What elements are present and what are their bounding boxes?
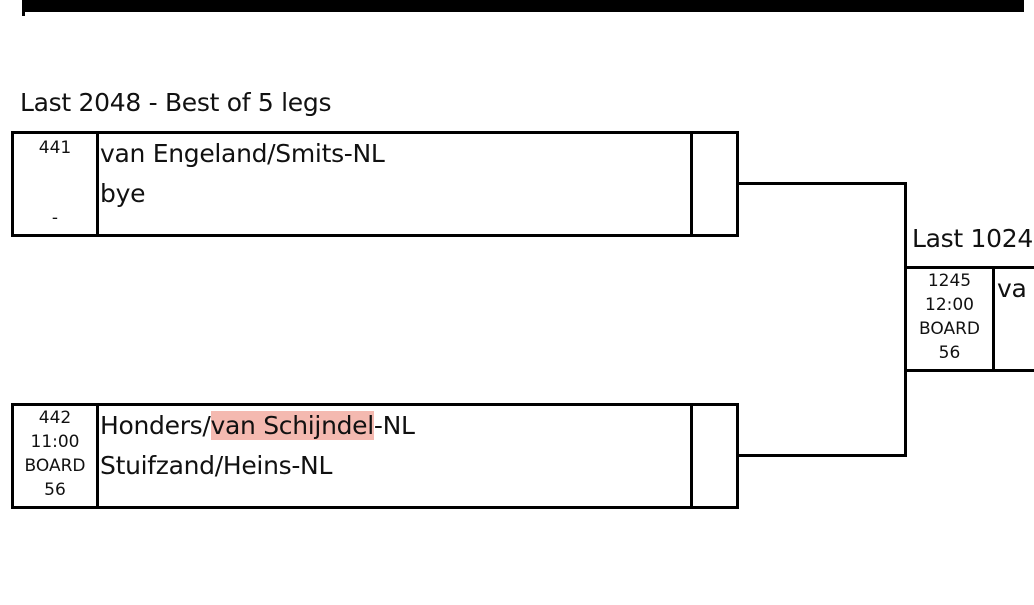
player-2: Stuifzand/Heins-NL xyxy=(100,451,333,480)
match-info: 1245 12:00 BOARD 56 xyxy=(907,269,995,369)
bracket-line-bottom xyxy=(739,454,907,457)
board-label: BOARD xyxy=(24,456,86,476)
player-2: bye xyxy=(100,179,146,208)
match-442: 442 11:00 BOARD 56 Honders/van Schijndel… xyxy=(11,403,739,509)
match-info: 441 - xyxy=(14,134,99,234)
player-1: va xyxy=(997,274,1027,303)
player-1: Honders/van Schijndel-NL xyxy=(100,406,415,446)
match-number: 1245 xyxy=(927,271,972,291)
match-info: 442 11:00 BOARD 56 xyxy=(14,406,99,506)
player-names: Honders/van Schijndel-NL Stuifzand/Heins… xyxy=(100,406,415,486)
player-names: va xyxy=(997,269,1027,309)
board-number: - xyxy=(51,208,59,228)
score-cell xyxy=(690,134,738,234)
match-1245: 1245 12:00 BOARD 56 va xyxy=(904,266,1034,372)
bracket-line-top xyxy=(739,182,907,185)
header-bar-edge xyxy=(22,0,25,16)
match-time: 12:00 xyxy=(925,295,974,315)
score-cell xyxy=(690,406,738,506)
board-number: 56 xyxy=(938,343,961,363)
match-number: 441 xyxy=(38,138,72,158)
player-names: van Engeland/Smits-NL bye xyxy=(100,134,385,214)
header-bar xyxy=(22,0,1024,12)
round-title-last-1024: Last 1024 xyxy=(912,224,1033,253)
board-label: BOARD xyxy=(919,319,980,339)
player-1-prefix: Honders/ xyxy=(100,411,211,440)
player-1-suffix: -NL xyxy=(373,411,415,440)
highlighted-name: van Schijndel xyxy=(210,411,374,440)
board-number: 56 xyxy=(44,480,66,500)
match-time: 11:00 xyxy=(30,432,80,452)
match-441: 441 - van Engeland/Smits-NL bye xyxy=(11,131,739,237)
round-title-last-2048: Last 2048 - Best of 5 legs xyxy=(20,88,332,117)
match-number: 442 xyxy=(38,408,72,428)
player-1: van Engeland/Smits-NL xyxy=(100,139,385,168)
